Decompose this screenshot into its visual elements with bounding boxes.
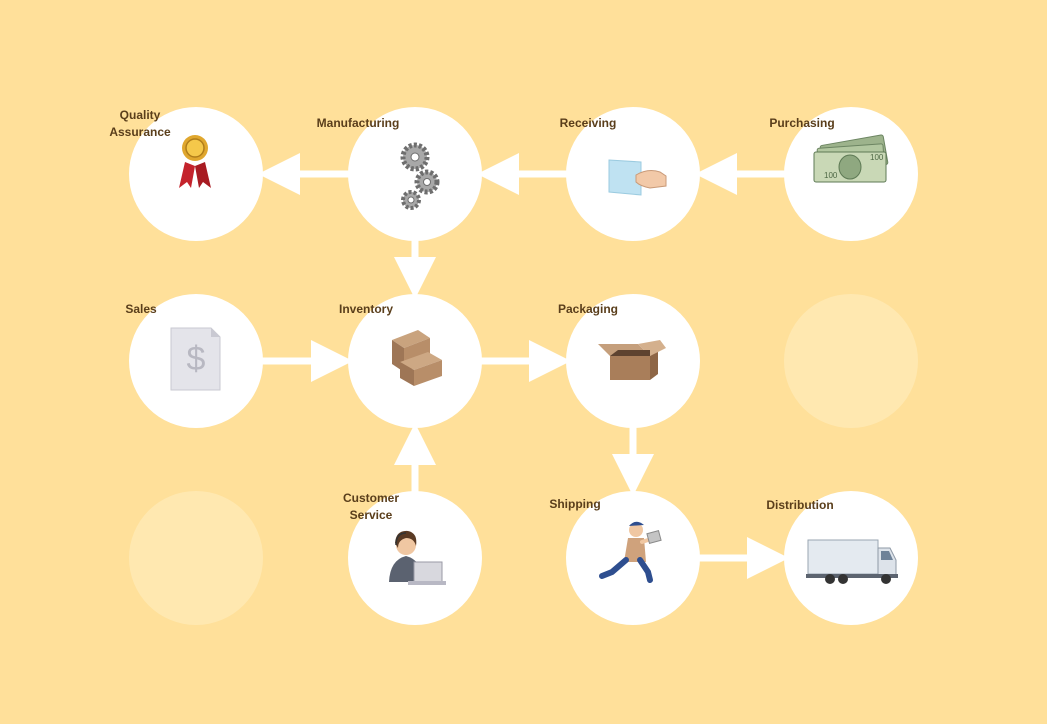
node-label-distribution: Distribution (766, 498, 834, 512)
svg-text:$: $ (187, 340, 206, 378)
node-label-manufacturing: Manufacturing (316, 116, 400, 130)
dollar-document-icon: $ (170, 327, 221, 391)
node-label-shipping: Shipping (549, 497, 601, 511)
award-ribbon-icon (179, 135, 211, 188)
stacked-boxes-icon (392, 330, 442, 386)
svg-text:100: 100 (870, 153, 884, 162)
node-label-customer-service: Customer Service (342, 491, 399, 522)
node-label-quality-assurance: Quality Assurance (109, 108, 171, 139)
operator-headset-icon (389, 530, 446, 585)
node-circle-quality-assurance (129, 107, 263, 241)
empty-node-placeholder (129, 491, 263, 625)
node-label-packaging: Packaging (557, 302, 619, 316)
courier-running-icon (599, 521, 662, 583)
node-label-purchasing: Purchasing (769, 116, 835, 130)
connector-group (258, 153, 789, 579)
svg-text:100: 100 (824, 171, 838, 180)
node-label-sales: Sales (125, 302, 157, 316)
open-box-icon (598, 340, 666, 380)
node-label-receiving: Receiving (559, 116, 617, 130)
empty-node-placeholder (784, 294, 918, 428)
dollar-bills-icon: 100 100 (813, 134, 889, 183)
gears-icon (400, 142, 440, 210)
node-label-inventory: Inventory (338, 302, 393, 316)
hand-receiving-document-icon (608, 159, 667, 196)
delivery-truck-icon (806, 539, 898, 584)
node-circle-manufacturing (348, 107, 482, 241)
node-circle-customer-service (348, 491, 482, 625)
